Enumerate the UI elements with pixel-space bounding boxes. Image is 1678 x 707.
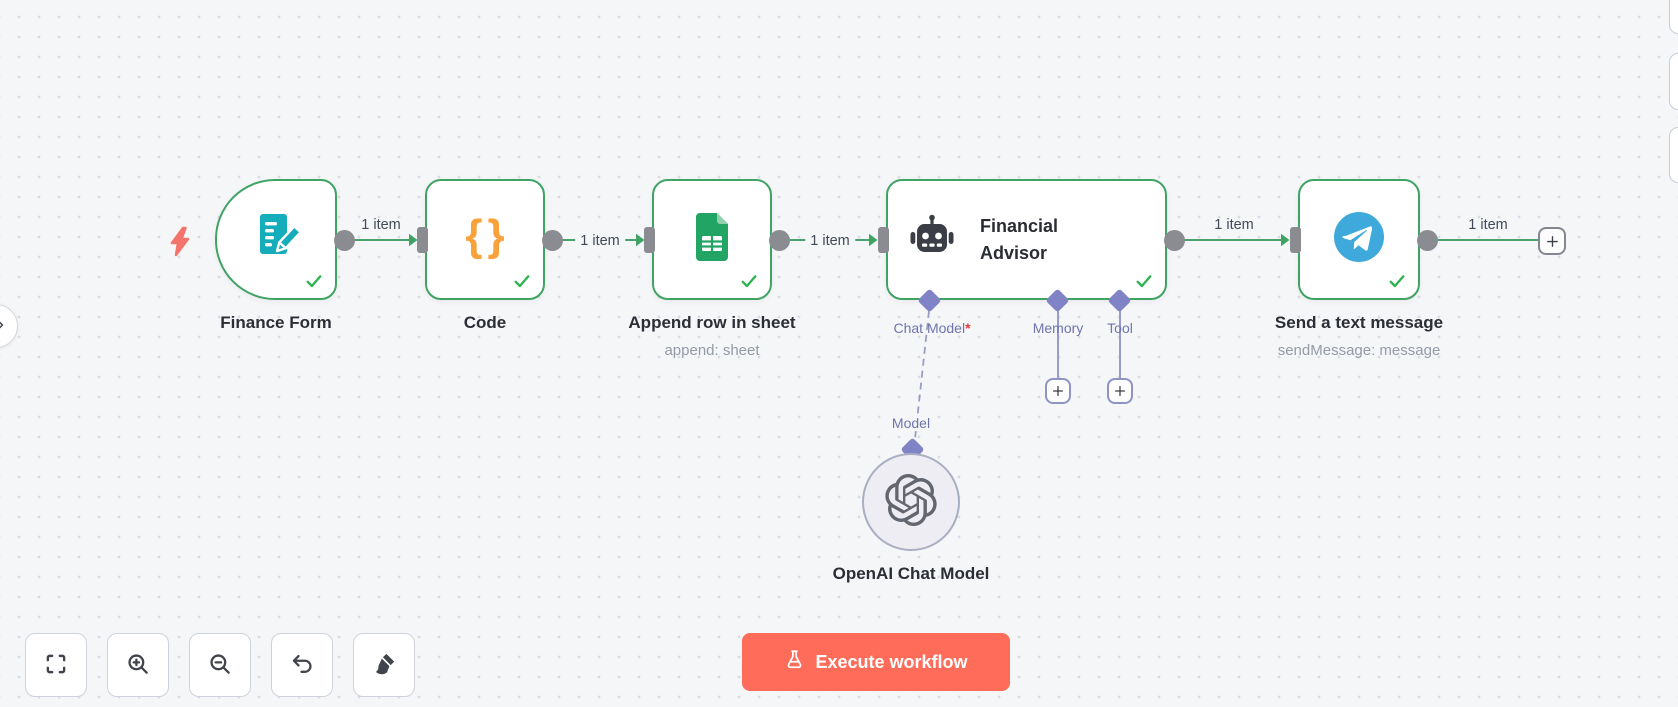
output-port[interactable]	[333, 229, 355, 251]
undo-button[interactable]	[271, 633, 333, 697]
zoom-in-button[interactable]	[107, 633, 169, 697]
success-check-icon	[512, 271, 532, 291]
node-send-a-text-message[interactable]	[1298, 179, 1420, 300]
zoom-to-fit-icon	[43, 651, 69, 680]
tidy-up-button[interactable]	[353, 633, 415, 697]
plus-icon	[1546, 235, 1558, 247]
add-node-button[interactable]	[1538, 227, 1566, 255]
form-document-pencil-icon	[252, 212, 302, 267]
connection-items-label: 1 item	[575, 233, 625, 249]
node-financial-advisor[interactable]: Financial Advisor	[886, 179, 1167, 300]
agent-port-label-chat-model: Chat Model*	[893, 320, 970, 336]
node-subtitle-send-text: sendMessage: message	[1277, 342, 1441, 359]
add-tool-button[interactable]	[1107, 378, 1133, 404]
plus-icon	[1114, 385, 1126, 397]
tidy-up-broom-icon	[371, 651, 397, 680]
node-label-openai-chat-model: OpenAI Chat Model	[832, 564, 990, 583]
output-port[interactable]	[1163, 229, 1185, 251]
lightning-trigger-icon	[167, 226, 193, 262]
output-port[interactable]	[1416, 229, 1438, 251]
node-append-row-in-sheet[interactable]	[652, 179, 772, 300]
required-marker: *	[965, 320, 971, 336]
curly-braces-icon: {}	[465, 210, 510, 260]
flask-icon	[784, 649, 805, 675]
input-port[interactable]	[644, 227, 655, 253]
node-code[interactable]: {}	[425, 179, 545, 300]
input-port[interactable]	[878, 227, 889, 253]
zoom-out-button[interactable]	[189, 633, 251, 697]
output-port[interactable]	[768, 229, 790, 251]
agent-port-label-tool: Tool	[1107, 320, 1133, 336]
node-finance-form[interactable]	[215, 179, 337, 300]
port-label-text: Chat Model	[893, 320, 966, 336]
model-port-label: Model	[887, 415, 935, 431]
chevron-right-icon	[0, 318, 8, 335]
output-port[interactable]	[541, 229, 563, 251]
right-edge-panel-button[interactable]	[1669, 53, 1678, 110]
node-openai-chat-model[interactable]	[862, 453, 960, 551]
success-check-icon	[1134, 271, 1154, 291]
input-port[interactable]	[417, 227, 428, 253]
add-memory-button[interactable]	[1045, 378, 1071, 404]
success-check-icon	[304, 271, 324, 291]
connection-items-label: 1 item	[361, 217, 401, 233]
openai-icon	[885, 473, 937, 531]
robot-icon	[908, 213, 956, 266]
node-label-code: Code	[463, 313, 507, 332]
plus-icon	[1052, 385, 1064, 397]
google-sheets-icon	[693, 212, 731, 267]
zoom-out-icon	[207, 651, 233, 680]
input-port[interactable]	[1290, 227, 1301, 253]
telegram-icon	[1334, 212, 1384, 267]
node-label-send-text: Send a text message	[1274, 313, 1444, 332]
execute-workflow-button[interactable]: Execute workflow	[742, 633, 1010, 691]
zoom-to-fit-button[interactable]	[25, 633, 87, 697]
node-title-financial-advisor: Financial Advisor	[980, 215, 1059, 263]
node-subtitle-append-row: append: sheet	[664, 342, 760, 359]
connection-items-label: 1 item	[1214, 217, 1254, 233]
success-check-icon	[739, 271, 759, 291]
zoom-in-icon	[125, 651, 151, 680]
execute-workflow-label: Execute workflow	[815, 651, 968, 672]
right-edge-panel-button[interactable]	[1669, 127, 1678, 183]
canvas-toolbar	[25, 633, 415, 697]
connection-items-label: 1 item	[1468, 217, 1508, 233]
open-panel-button[interactable]	[0, 304, 18, 348]
node-label-append-row: Append row in sheet	[628, 313, 796, 332]
undo-icon	[289, 651, 315, 680]
node-label-finance-form: Finance Form	[220, 313, 332, 332]
connection-items-label: 1 item	[805, 233, 855, 249]
success-check-icon	[1387, 271, 1407, 291]
agent-port-label-memory: Memory	[1032, 320, 1084, 336]
right-edge-panel-button[interactable]	[1669, 0, 1678, 34]
